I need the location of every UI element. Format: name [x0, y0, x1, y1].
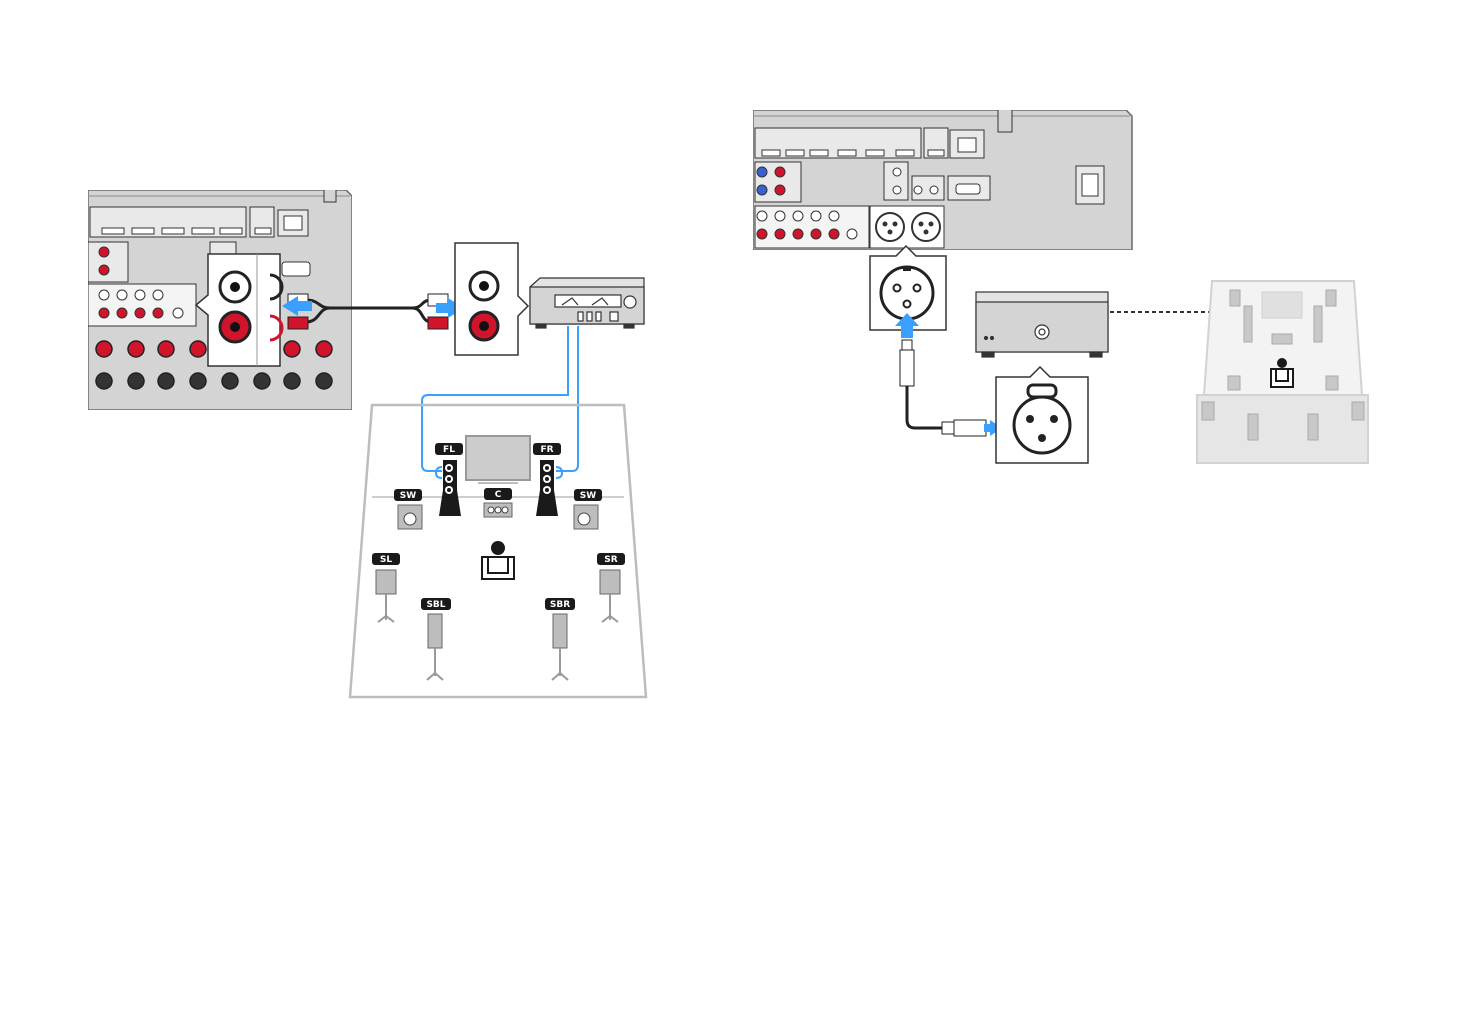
svg-text:C: C: [495, 490, 502, 500]
svg-text:SW: SW: [580, 491, 596, 501]
svg-text:FR: FR: [540, 445, 553, 455]
speaker-surround-back-left: SBL: [421, 598, 451, 680]
speaker-surround-back-right: SBR: [545, 598, 575, 680]
xlr-male-icon: [881, 266, 933, 319]
external-amplifier: [530, 278, 644, 328]
svg-text:FL: FL: [443, 445, 455, 455]
receiver-jack-callout: [196, 254, 282, 366]
speaker-center: C: [484, 488, 512, 517]
svg-text:SBR: SBR: [550, 600, 570, 610]
subwoofer-left: SW: [394, 489, 422, 529]
tv-icon: [466, 436, 530, 480]
power-amplifier: [976, 292, 1108, 357]
speaker-layout-thumbnail: [1197, 281, 1368, 463]
xlr-input-callout: [996, 367, 1088, 463]
svg-text:SW: SW: [400, 491, 416, 501]
listener-person-icon: [482, 541, 514, 579]
subwoofer-right: SW: [574, 489, 602, 529]
xlr-cable: [900, 340, 986, 436]
speaker-front-right: FR: [533, 443, 561, 516]
amplifier-input-callout: [455, 243, 528, 355]
speaker-surround-left: SL: [372, 553, 400, 622]
speaker-surround-right: SR: [597, 553, 625, 622]
svg-text:SR: SR: [604, 555, 617, 565]
svg-text:SL: SL: [380, 555, 392, 565]
svg-text:SBL: SBL: [426, 600, 445, 610]
av-receiver-rear-panel-xlr: [753, 106, 1132, 250]
speaker-front-left: FL: [435, 443, 463, 516]
